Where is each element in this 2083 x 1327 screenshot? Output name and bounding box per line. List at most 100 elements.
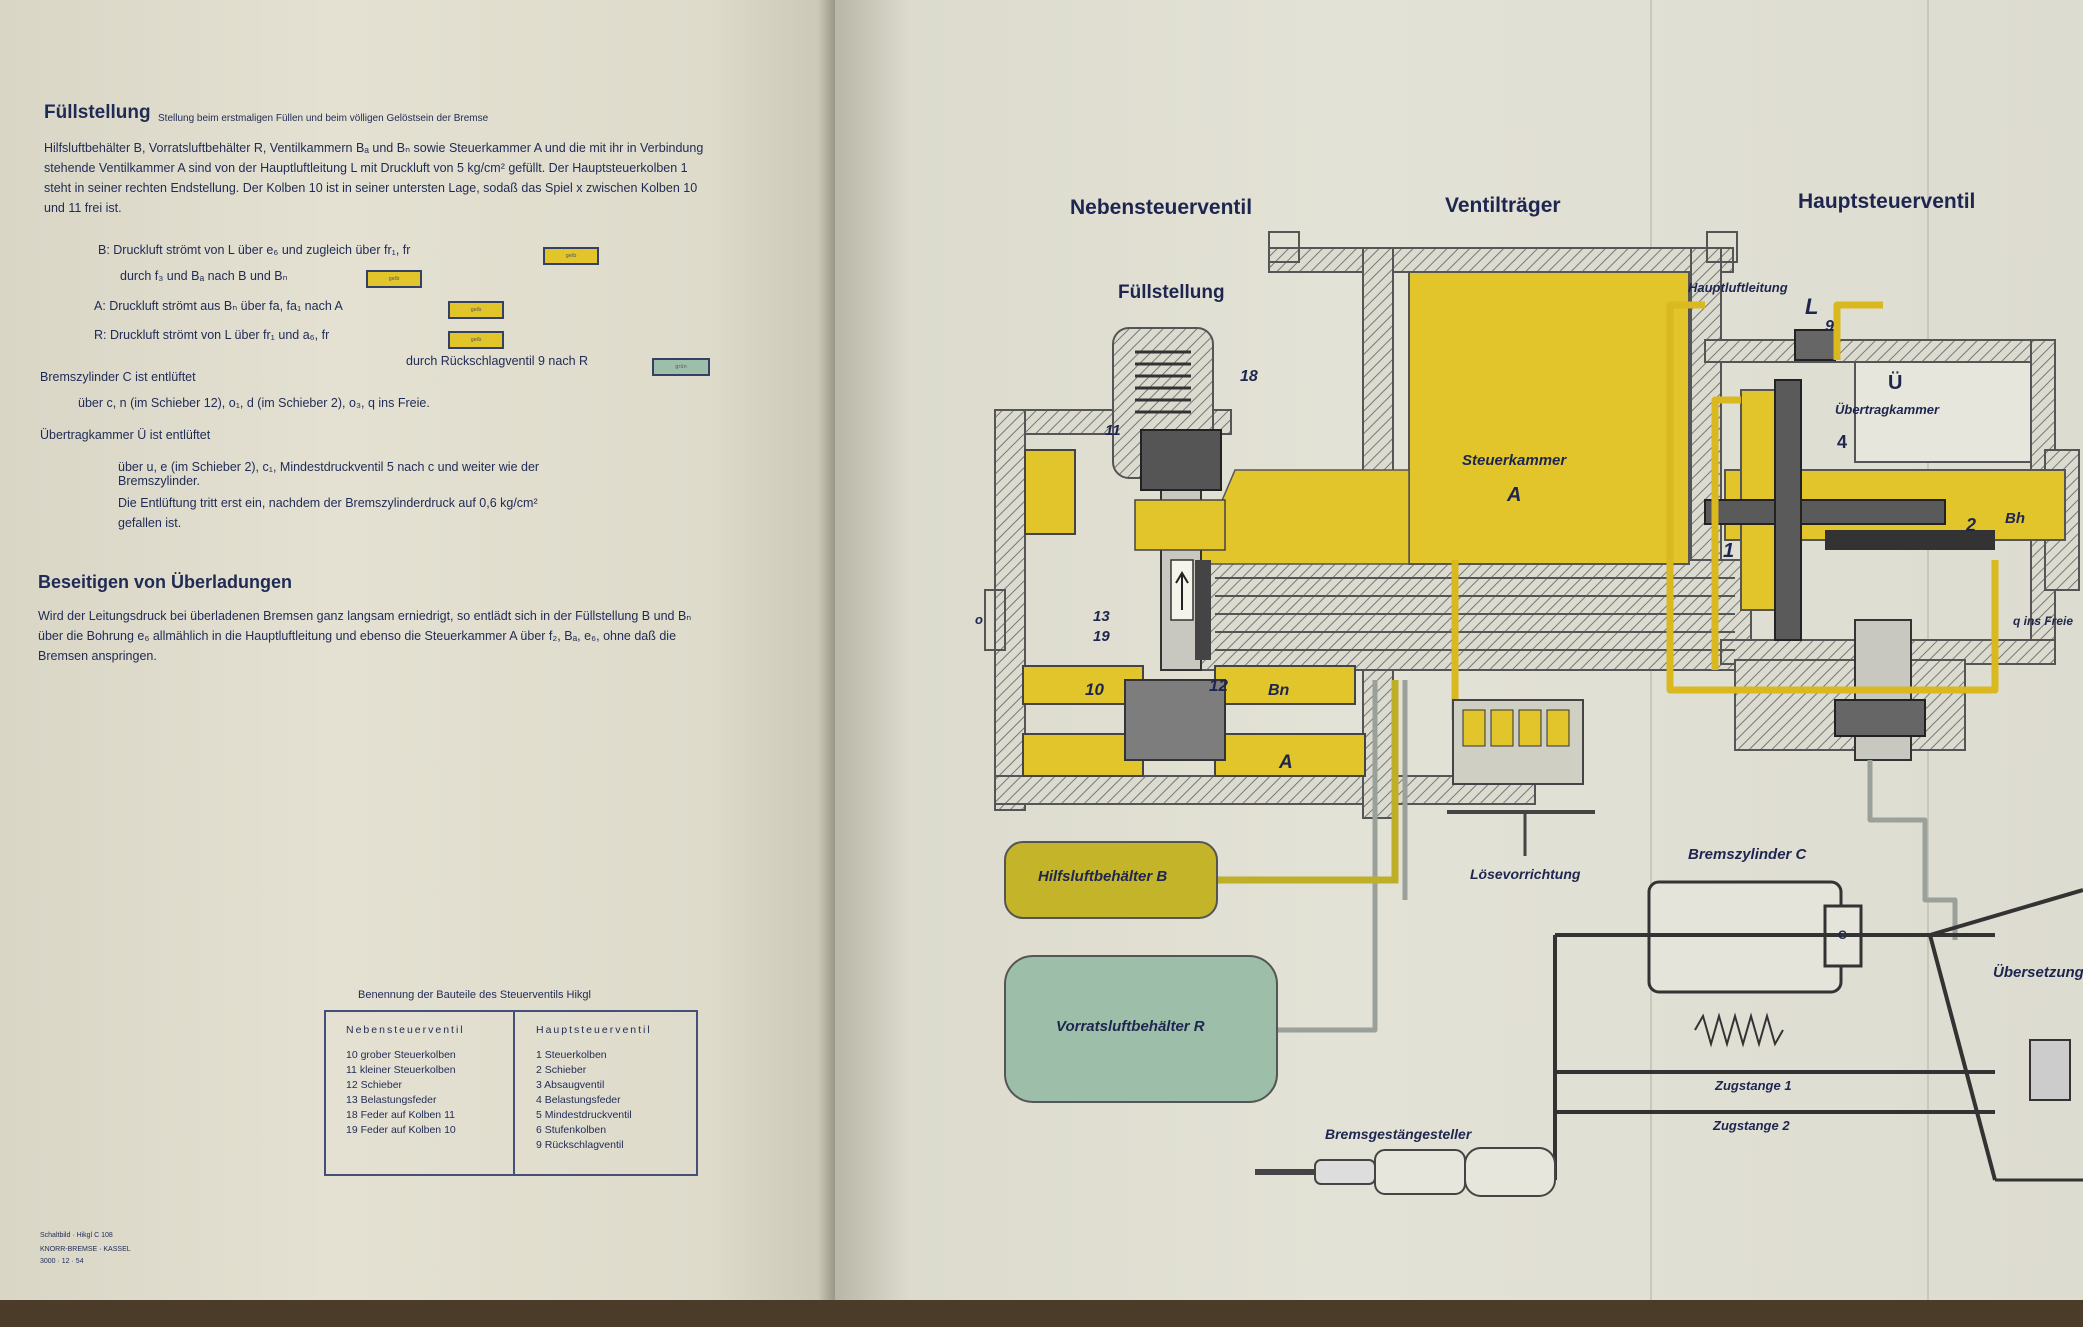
swatch-yellow-1: gelb — [543, 247, 599, 265]
subheading: Stellung beim erstmaligen Füllen und bei… — [158, 113, 489, 124]
intro-paragraph: Hilfsluftbehälter B, Vorratsluftbehälter… — [44, 141, 704, 215]
legend-col-neben: Nebensteuerventil 10 grober Steuerkolben… — [346, 1024, 465, 1138]
brake-cylinder-title: Bremszylinder C ist entlüftet — [40, 370, 196, 384]
label-zugstange-1: Zugstange 1 — [1715, 1078, 1792, 1093]
chamber-bn — [1214, 665, 1356, 705]
main-piston-1 — [1704, 499, 1946, 525]
steuerkammer-extension — [1193, 469, 1410, 565]
footer-line-1: Schaltbild · Hikgl C 108 — [40, 1232, 113, 1239]
label-hilfsluftbehaelter: Hilfsluftbehälter B — [1038, 868, 1168, 885]
flow-line-b1: B: Druckluft strömt von L über e₆ und zu… — [98, 243, 411, 257]
piston-10 — [1124, 679, 1226, 761]
footer-line-3: 3000 · 12 · 54 — [40, 1258, 84, 1265]
label-12: 12 — [1209, 676, 1228, 695]
uebertragkammer — [1854, 361, 2032, 463]
label-ue: Ü — [1888, 372, 1903, 394]
legend-col-haupt-title: Hauptsteuerventil — [536, 1024, 652, 1036]
label-zugstange-2: Zugstange 2 — [1713, 1118, 1790, 1133]
legend-col-haupt: Hauptsteuerventil 1 Steuerkolben 2 Schie… — [536, 1024, 652, 1153]
label-bn: Bn — [1268, 682, 1290, 699]
slide-valve-2 — [1825, 530, 1995, 550]
label-vorratsluftbehaelter: Vorratsluftbehälter R — [1056, 1018, 1205, 1035]
label-l: L — [1805, 294, 1819, 319]
chamber-a-lower — [1214, 733, 1366, 777]
label-fuellstellung: Füllstellung — [1118, 282, 1225, 303]
legend-item: 13 Belastungsfeder — [346, 1094, 437, 1106]
port-o — [984, 589, 1006, 651]
yellow-pipes — [1451, 301, 1999, 720]
right-page: Nebensteuerventil Ventilträger Hauptsteu… — [835, 0, 2083, 1327]
label-2: 2 — [1966, 515, 1977, 535]
step-piston-6 — [1834, 699, 1926, 737]
label-loesevorrichtung: Lösevorrichtung — [1470, 866, 1581, 882]
legend-item: 9 Rückschlagventil — [536, 1139, 624, 1151]
flow-line-a: A: Druckluft strömt aus Bₙ über fa, fa₁ … — [94, 299, 343, 313]
label-bremsgestaengesteller: Bremsgestängesteller — [1325, 1126, 1472, 1142]
label-19: 19 — [1093, 628, 1110, 645]
legend-box: Nebensteuerventil 10 grober Steuerkolben… — [324, 1010, 698, 1176]
bremszylinder — [1553, 880, 2083, 1182]
table-surface — [0, 1300, 2083, 1327]
label-hauptluftleitung: Hauptluftleitung — [1688, 280, 1788, 295]
label-11: 11 — [1105, 422, 1121, 439]
legend-item: 6 Stufenkolben — [536, 1124, 607, 1136]
chamber-lower-left — [1022, 733, 1144, 777]
label-1: 1 — [1723, 540, 1735, 562]
legend-item: 1 Steuerkolben — [536, 1049, 607, 1061]
flange-left — [1268, 231, 1300, 263]
brake-cylinder-line: über c, n (im Schieber 12), o₁, d (im Sc… — [78, 396, 430, 410]
left-cavity — [1024, 449, 1076, 535]
legend-item: 11 kleiner Steuerkolben — [346, 1064, 456, 1076]
legend-col-neben-title: Nebensteuerventil — [346, 1024, 465, 1036]
legend-item: 3 Absaugventil — [536, 1079, 605, 1091]
legend-item: 5 Mindestdruckventil — [536, 1109, 632, 1121]
label-bh: Bh — [2005, 510, 2025, 527]
transfer-line-4: gefallen ist. — [118, 516, 182, 530]
legend-item: 19 Feder auf Kolben 10 — [346, 1124, 456, 1136]
label-o: o — [975, 612, 983, 627]
heading-ueberladungen: Beseitigen von Überladungen — [38, 572, 293, 592]
label-9: 9 — [1825, 318, 1834, 335]
swatch-green: grün — [652, 358, 710, 376]
title-hauptsteuerventil: Hauptsteuerventil — [1798, 190, 1976, 213]
label-steuerkammer-a: A — [1507, 484, 1522, 506]
legend-title: Benennung der Bauteile des Steuerventils… — [358, 989, 591, 1001]
flow-arrow-icon — [1175, 571, 1189, 610]
swatch-yellow-4: gelb — [448, 331, 504, 349]
title-ventiltraeger: Ventilträger — [1445, 194, 1561, 217]
label-steuerkammer: Steuerkammer — [1462, 452, 1567, 469]
flow-line-r1: R: Druckluft strömt von L über fr₁ und a… — [94, 328, 330, 342]
transfer-line-2: Bremszylinder. — [118, 474, 200, 488]
label-c: C — [1838, 928, 1847, 942]
pneumatic-diagram — [984, 231, 2083, 1197]
grey-pipes — [1275, 680, 1958, 1033]
legend-item: 10 grober Steuerkolben — [346, 1049, 456, 1061]
transfer-title: Übertragkammer Ü ist entlüftet — [40, 428, 211, 442]
label-bremszylinder: Bremszylinder C — [1688, 846, 1807, 863]
label-uebersetzung: Übersetzung — [1993, 964, 2083, 981]
slide-valve-12 — [1195, 560, 1211, 660]
main-piston-disc — [1774, 379, 1802, 641]
swatch-yellow-3: gelb — [448, 301, 504, 319]
left-page: Füllstellung Stellung beim erstmaligen F… — [0, 0, 835, 1327]
bremsgestaengesteller — [1255, 1147, 1556, 1197]
spring-18 — [1135, 350, 1191, 414]
label-18: 18 — [1240, 368, 1258, 385]
loesevorrichtung — [1447, 699, 1595, 856]
legend-item: 18 Feder auf Kolben 11 — [346, 1109, 455, 1121]
legend-divider — [513, 1012, 515, 1174]
label-a-lower: A — [1279, 752, 1293, 773]
label-4: 4 — [1837, 432, 1848, 452]
footer-line-2: KNORR-BREMSE · KASSEL — [40, 1246, 131, 1253]
label-uebertragkammer: Übertragkammer — [1835, 402, 1940, 417]
flow-line-r2: durch Rückschlagventil 9 nach R — [406, 354, 589, 368]
vorratsluft-tank — [1004, 955, 1278, 1103]
label-13: 13 — [1093, 608, 1110, 625]
piston-11 — [1140, 429, 1222, 491]
flange-right — [1706, 231, 1738, 263]
transfer-line-1: über u, e (im Schieber 2), c₁, Mindestdr… — [118, 460, 540, 474]
swatch-yellow-2: gelb — [366, 270, 422, 288]
title-nebensteuerventil: Nebensteuerventil — [1070, 196, 1253, 219]
legend-item: 4 Belastungsfeder — [536, 1094, 621, 1106]
